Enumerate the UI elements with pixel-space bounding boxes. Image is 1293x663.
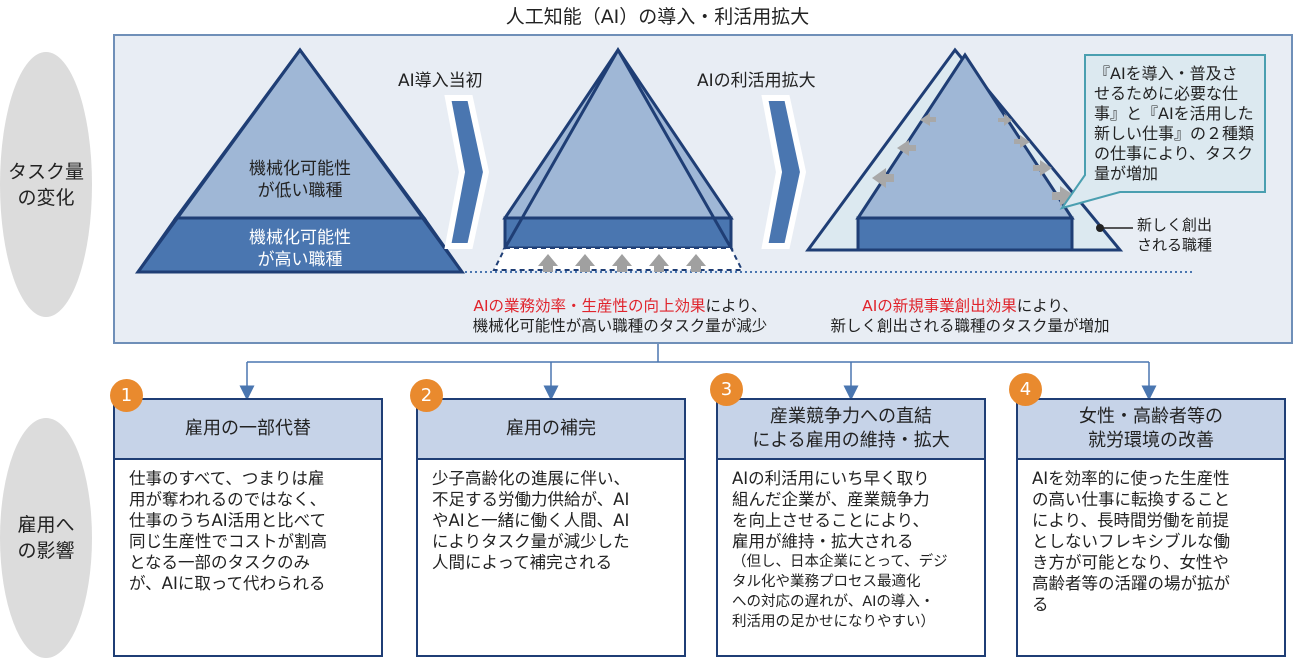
low-automation-label: 機械化可能性が低い職種 xyxy=(249,159,351,201)
stage-initial-label: AI導入当初 xyxy=(398,71,483,91)
card-body: AIを効率的に使った生産性 の高い仕事に転換すること により、長時間労働を前提 … xyxy=(1032,469,1230,614)
page-title: 人工知能（AI）の導入・利活用拡大 xyxy=(505,6,810,28)
badge-3: 3 xyxy=(710,373,743,406)
card-note: （但し、日本企業にとって、デジ タル化や業務プロセス最適化 への対応の遅れが、A… xyxy=(732,554,948,630)
pyramid-expanded xyxy=(805,47,1133,252)
card-heading: 産業競争力への直結 による雇用の維持・拡大 xyxy=(718,400,984,460)
effect-new-business: AIの新規事業創出効果により、 新しく創出される職種のタスク量が増加 xyxy=(830,297,1110,335)
expansion-arrows xyxy=(872,113,1075,206)
stage-expansion-label: AIの利活用拡大 xyxy=(697,71,816,91)
employment-impact-label: 雇用へ の影響 xyxy=(0,418,92,658)
effect-efficiency: AIの業務効率・生産性の向上効果により、 機械化可能性が高い職種のタスク量が減少 xyxy=(472,297,768,335)
new-jobs-label: 新しく創出 される職種 xyxy=(1137,216,1213,254)
card-body: 仕事のすべて、つまりは雇 用が奪われるのではなく、 仕事のうちAI活用と比べて … xyxy=(129,469,327,593)
callout-box xyxy=(1059,54,1266,210)
card-body: AIの利活用にいち早く取り 組んだ企業が、産業競争力 を向上させることにより、 … xyxy=(732,469,930,551)
card-heading: 雇用の一部代替 xyxy=(115,400,381,460)
pyramid-before xyxy=(135,47,465,274)
badge-2: 2 xyxy=(410,379,443,412)
callout-text: 『AIを導入・普及さ せるために必要な仕 事』と『AIを活用した 新しい仕事』の… xyxy=(1094,64,1255,183)
impact-card-substitution: 雇用の一部代替 仕事のすべて、つまりは雇 用が奪われるのではなく、 仕事のうちA… xyxy=(113,398,383,657)
up-arrows xyxy=(538,254,706,272)
card-heading: 雇用の補完 xyxy=(418,400,684,460)
impact-card-work-environment: 女性・高齢者等の 就労環境の改善 AIを効率的に使った生産性 の高い仕事に転換す… xyxy=(1016,398,1286,657)
badge-1: 1 xyxy=(110,379,143,412)
connector-lines xyxy=(239,344,1157,401)
task-change-label: タスク量 の変化 xyxy=(0,52,92,317)
impact-card-competitiveness: 産業競争力への直結 による雇用の維持・拡大 AIの利活用にいち早く取り 組んだ企… xyxy=(716,398,986,657)
badge-4: 4 xyxy=(1009,373,1042,406)
pyramid-initial xyxy=(492,46,744,272)
chevron-arrow-1 xyxy=(444,95,490,249)
chevron-arrow-2 xyxy=(761,95,807,249)
high-automation-label: 機械化可能性が高い職種 xyxy=(249,228,351,270)
impact-card-complement: 雇用の補完 少子高齢化の進展に伴い、 不足する労働力供給が、AI やAIと一緒に… xyxy=(416,398,686,657)
card-body: 少子高齢化の進展に伴い、 不足する労働力供給が、AI やAIと一緒に働く人間、A… xyxy=(432,469,630,572)
card-heading: 女性・高齢者等の 就労環境の改善 xyxy=(1018,400,1284,460)
